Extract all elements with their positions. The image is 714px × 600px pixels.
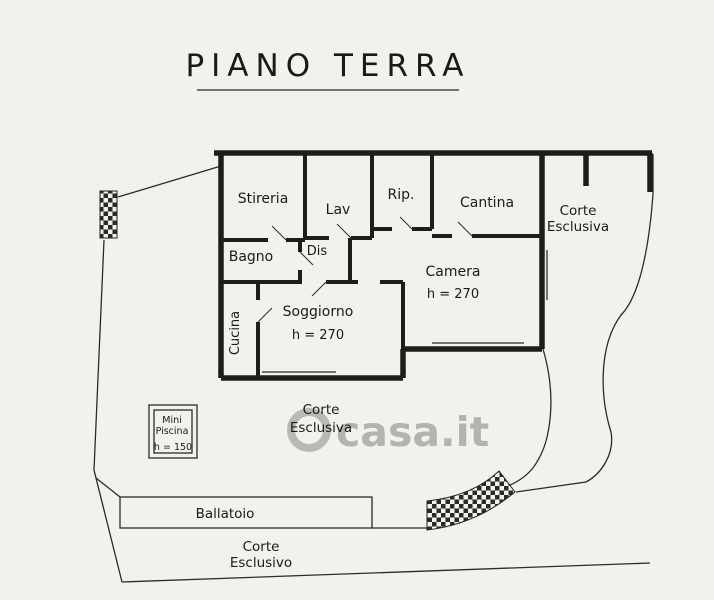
area-label-corte-right-line1: Corte [560,203,597,219]
room-label-camera: Camera [426,264,481,280]
room-label-stireria: Stireria [238,191,289,207]
label-mini-piscina-line2: Piscina [156,426,189,437]
label-mini-piscina-line1: Mini [162,415,182,426]
room-label-bagno: Bagno [229,249,274,265]
ballatoio-outline [119,496,373,529]
window-lines [262,250,548,373]
area-label-corte-right-line2: Esclusiva [547,219,609,235]
room-label-dis: Dis [307,244,328,259]
watermark-text: casa.it [336,408,489,456]
room-label-cucina: Cucina [228,311,243,355]
room-label-cantina: Cantina [460,195,514,211]
room-label-rip: Rip. [388,187,415,203]
room-label-camera-height: h = 270 [427,287,479,302]
staircase [426,470,516,531]
watermark-logo-icon [287,408,331,452]
area-label-corte-bottom-line2: Esclusivo [230,555,292,571]
page-title: PIANO TERRA [185,48,470,84]
area-label-corte-center-line1: Corte [303,402,340,418]
building-interior-walls [221,153,542,378]
room-label-lav: Lav [326,202,351,218]
mini-piscina-outline [148,404,198,459]
watermark: casa.it [287,408,489,456]
property-boundary [93,154,654,583]
label-mini-piscina-height: h = 150 [154,442,192,453]
room-label-soggiorno-height: h = 270 [292,328,344,343]
area-label-corte-bottom-line1: Corte [243,539,280,555]
pillar-hatched [99,190,118,239]
area-label-corte-center-line2: Esclusiva [290,420,352,436]
room-label-soggiorno: Soggiorno [283,304,354,320]
door-marks [257,216,473,323]
area-label-ballatoio: Ballatoio [196,506,255,522]
